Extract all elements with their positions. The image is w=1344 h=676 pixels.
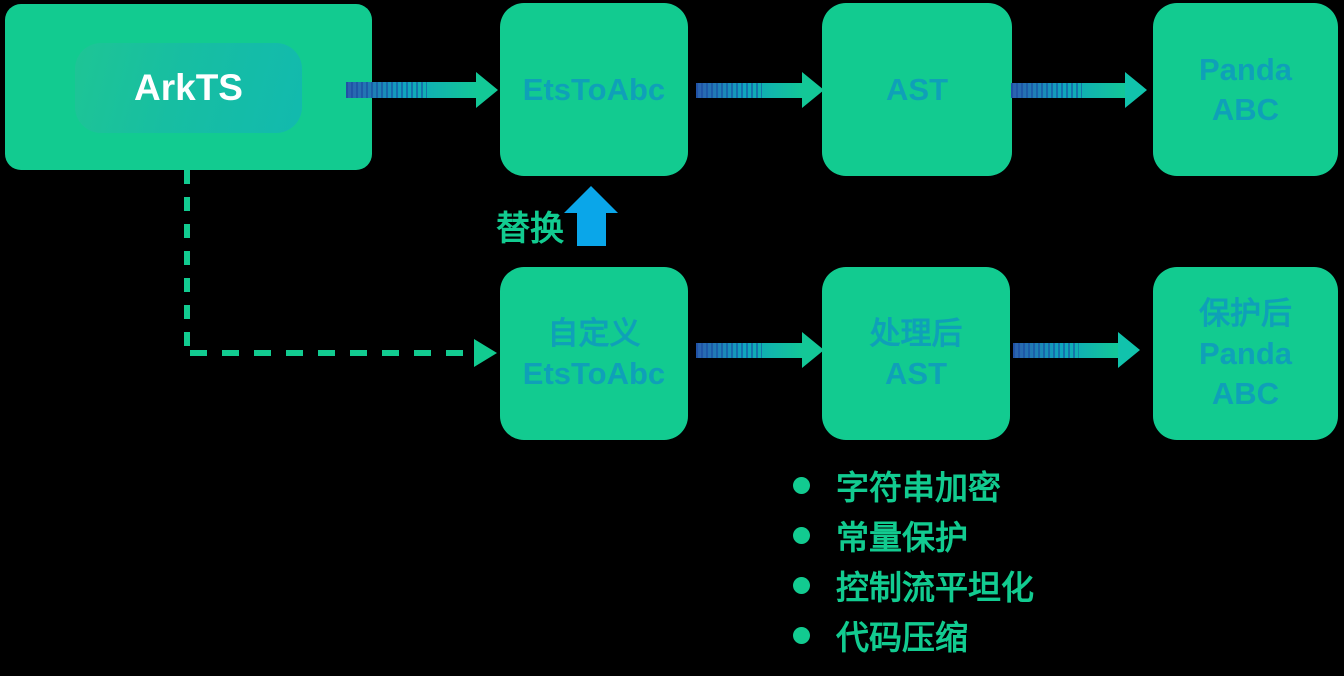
- list-item: 代码压缩: [793, 610, 1034, 660]
- bullet-dot-icon: [793, 476, 810, 494]
- node-arkts-label: ArkTS: [134, 67, 243, 108]
- arrow-arkts-to-etstoabc-head-icon: [476, 72, 498, 108]
- node-processed-ast: 处理后 AST: [822, 267, 1010, 440]
- replace-label: 替换: [496, 210, 564, 248]
- node-arkts: ArkTS: [5, 4, 372, 170]
- node-custom-etstoabc: 自定义 EtsToAbc: [500, 267, 688, 440]
- protection-feature-list: 字符串加密 常量保护 控制流平坦化 代码压缩: [793, 460, 1034, 660]
- arrow-etstoabc-to-ast-head-icon: [802, 72, 824, 108]
- arrow-processed-ast-to-protected: [1013, 343, 1119, 358]
- node-processed-ast-line2: AST: [885, 355, 947, 391]
- node-ast-label: AST: [886, 71, 948, 107]
- node-etstoabc: EtsToAbc: [500, 3, 688, 176]
- node-ast: AST: [822, 3, 1012, 176]
- arrow-arkts-to-etstoabc: [346, 82, 477, 98]
- replace-up-arrow-icon: [564, 186, 618, 213]
- node-panda-abc-line1: Panda: [1198, 51, 1293, 87]
- node-custom-etstoabc-line1: 自定义: [547, 315, 641, 351]
- bullet-code-compression: 代码压缩: [836, 619, 968, 656]
- replace-up-arrow-body: [577, 212, 606, 246]
- node-protected-panda-abc-line2: Panda: [1198, 335, 1293, 371]
- node-processed-ast-line1: 处理后: [869, 315, 963, 351]
- bullet-dot-icon: [793, 526, 810, 544]
- bullet-string-encryption: 字符串加密: [836, 469, 1001, 506]
- list-item: 常量保护: [793, 510, 1034, 560]
- node-protected-panda-abc-line3: ABC: [1211, 375, 1280, 411]
- arrow-custom-to-processed-ast: [696, 343, 803, 358]
- list-item: 控制流平坦化: [793, 560, 1034, 610]
- bullet-constant-protection: 常量保护: [836, 519, 968, 556]
- dashed-connector-horizontal: [190, 350, 472, 356]
- arrow-custom-to-processed-ast-head-icon: [802, 332, 824, 368]
- arrow-etstoabc-to-ast: [696, 83, 803, 98]
- node-panda-abc-line2: ABC: [1211, 91, 1280, 127]
- node-custom-etstoabc-line2: EtsToAbc: [522, 355, 666, 391]
- dashed-connector-vertical: [184, 170, 190, 350]
- bullet-dot-icon: [793, 626, 810, 644]
- bullet-control-flow-flattening: 控制流平坦化: [836, 569, 1034, 606]
- list-item: 字符串加密: [793, 460, 1034, 510]
- dashed-connector-head-icon: [474, 339, 497, 367]
- node-etstoabc-label: EtsToAbc: [522, 71, 666, 107]
- node-protected-panda-abc: 保护后 Panda ABC: [1153, 267, 1338, 440]
- arrow-ast-to-panda-abc-head-icon: [1125, 72, 1147, 108]
- node-arkts-inner: ArkTS: [75, 43, 302, 133]
- node-protected-panda-abc-line1: 保护后: [1199, 295, 1292, 331]
- arrow-processed-ast-to-protected-head-icon: [1118, 332, 1140, 368]
- arrow-ast-to-panda-abc: [1011, 83, 1126, 98]
- bullet-dot-icon: [793, 576, 810, 594]
- node-panda-abc: Panda ABC: [1153, 3, 1338, 176]
